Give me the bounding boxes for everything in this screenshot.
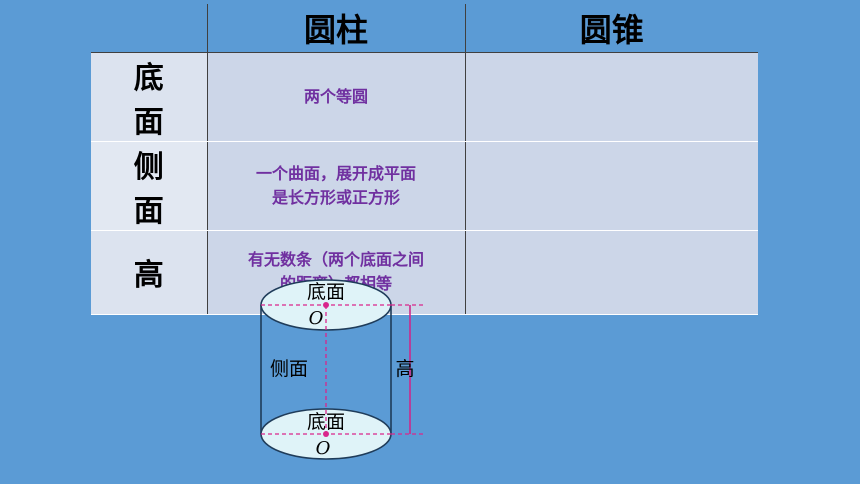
cylinder-diagram: 底面 O 侧面 高 底面 O (260, 279, 423, 460)
cylinder-base-cell: 两个等圆 (206, 52, 465, 142)
top-base-label: 底面 (307, 281, 345, 303)
cylinder-side-cell: 一个曲面，展开成平面 是长方形或正方形 (206, 141, 465, 231)
header-cylinder: 圆柱 (206, 4, 465, 53)
cylinder-base-text: 两个等圆 (303, 86, 368, 106)
bottom-center-label: O (316, 438, 331, 459)
header-corner-cell (91, 4, 207, 53)
cone-side-cell (464, 141, 758, 231)
row-label-base: 底 面 (91, 52, 207, 142)
bottom-center-point (323, 431, 329, 437)
table-row: 侧 面 一个曲面，展开成平面 是长方形或正方形 (91, 141, 758, 231)
cone-base-cell (464, 52, 758, 142)
height-label: 高 (395, 358, 414, 380)
table-header-row: 圆柱 圆锥 (91, 4, 758, 53)
side-label: 侧面 (270, 358, 308, 380)
cylinder-side-text-line1: 一个曲面，展开成平面 (255, 163, 416, 183)
table-row: 底 面 两个等圆 (91, 52, 758, 142)
top-center-point (323, 302, 329, 308)
row-label-height: 高 (91, 230, 207, 315)
comparison-table: 圆柱 圆锥 底 面 两个等圆 侧 面 一个曲面，展开成平面 是长方形或正方形 高… (91, 4, 758, 315)
header-cone: 圆锥 (464, 4, 758, 53)
cylinder-height-text-line1: 有无数条（两个底面之间 (247, 250, 424, 269)
cone-height-cell (464, 230, 758, 315)
bottom-base-label: 底面 (307, 411, 345, 433)
cylinder-side-text-line2: 是长方形或正方形 (271, 187, 400, 207)
row-label-side: 侧 面 (91, 141, 207, 231)
top-center-label: O (309, 308, 324, 329)
